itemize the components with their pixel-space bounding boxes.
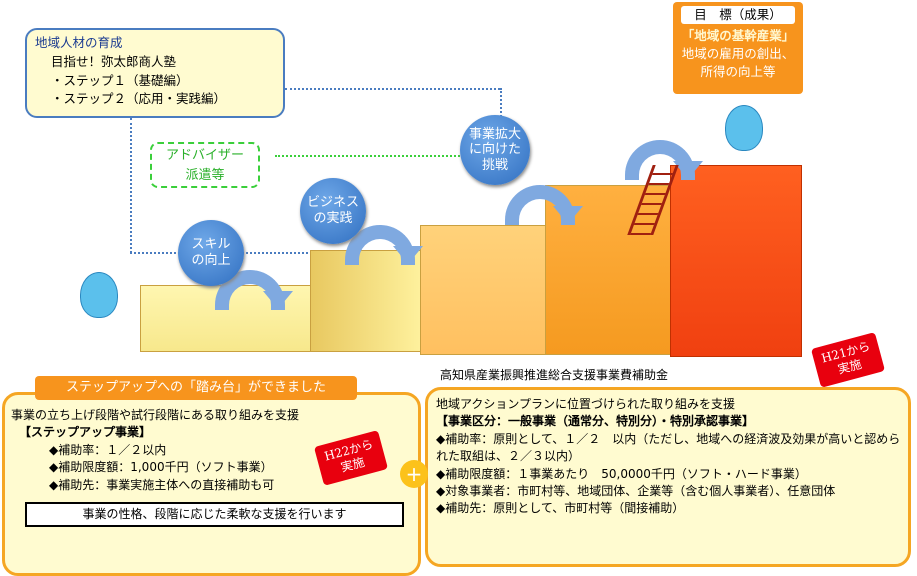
- connector: [275, 155, 480, 157]
- h21-badge: H21から 実施: [810, 332, 885, 388]
- advisor-box: アドバイザー 派遣等: [150, 142, 260, 188]
- goal-line: 所得の向上等: [700, 64, 776, 80]
- stepup-tab: ステップアップへの「踏み台」ができました: [35, 376, 357, 400]
- stepup-panel: 事業の立ち上げ段階や試行段階にある取り組みを支援 【ステップアップ事業】 ◆補助…: [2, 392, 421, 576]
- goal-header: 目 標（成果）: [681, 6, 795, 25]
- plus-icon: +: [400, 460, 428, 488]
- subsidy-limit: ◆補助限度額：１事業あたり 50,0000千円（ソフト・ハード事業）: [436, 466, 807, 481]
- training-title: 地域人材の育成: [35, 35, 123, 50]
- stepup-summary: 事業の性格、段階に応じた柔軟な支援を行います: [25, 501, 404, 528]
- mascot-icon: [80, 272, 118, 318]
- connector: [285, 88, 500, 90]
- circle-skill: スキル の向上: [178, 220, 244, 286]
- circle-expansion: 事業拡大 に向けた 挑戦: [460, 115, 530, 185]
- stepup-intro: 事業の立ち上げ段階や試行段階にある取り組みを支援: [11, 408, 300, 422]
- subsidy-intro: 地域アクションプランに位置づけられた取り組みを支援: [436, 397, 736, 411]
- advisor-line: 派遣等: [185, 167, 225, 183]
- subsidy-operators: ◆対象事業者：市町村等、地域団体、企業等（含む個人事業者）、任意団体: [436, 483, 836, 498]
- training-line: 目指せ！弥太郎商人塾: [51, 53, 177, 69]
- step-5: [670, 165, 802, 357]
- circle-business: ビジネス の実践: [300, 178, 366, 244]
- training-box: 地域人材の育成 目指せ！弥太郎商人塾 ・ステップ１（基礎編） ・ステップ２（応用…: [25, 28, 285, 118]
- subsidy-title: 高知県産業振興推進総合支援事業費補助金: [440, 368, 669, 382]
- stepup-limit: ◆補助限度額：1,000千円（ソフト事業）: [49, 460, 273, 475]
- goal-box: 目 標（成果） 「地域の基幹産業」 地域の雇用の創出、 所得の向上等: [673, 2, 803, 94]
- training-line: ・ステップ１（基礎編）: [51, 72, 189, 88]
- stepup-rate: ◆補助率：１／２以内: [49, 442, 167, 457]
- connector: [130, 252, 400, 254]
- training-line: ・ステップ２（応用・実践編）: [51, 91, 227, 107]
- stepup-name: 【ステップアップ事業】: [19, 425, 152, 440]
- goal-highlight: 「地域の基幹産業」: [681, 28, 795, 44]
- subsidy-rate: ◆補助率：原則として、１／２ 以内（ただし、地域への経済波及効果が高いと認められ…: [436, 431, 901, 464]
- connector: [130, 118, 132, 253]
- mascot-icon: [725, 105, 763, 151]
- subsidy-panel: 地域アクションプランに位置づけられた取り組みを支援 【事業区分：一般事業（通常分…: [425, 387, 911, 567]
- goal-line: 地域の雇用の創出、: [681, 46, 795, 62]
- subsidy-target: ◆補助先：原則として、市町村等（間接補助）: [436, 501, 685, 516]
- connector: [500, 88, 502, 128]
- advisor-line: アドバイザー: [165, 148, 244, 163]
- stepup-target: ◆補助先：事業実施主体への直接補助も可: [49, 477, 275, 492]
- subsidy-category: 【事業区分：一般事業（通常分、特別分）・特別承認事業】: [436, 414, 755, 429]
- step-3: [420, 225, 547, 355]
